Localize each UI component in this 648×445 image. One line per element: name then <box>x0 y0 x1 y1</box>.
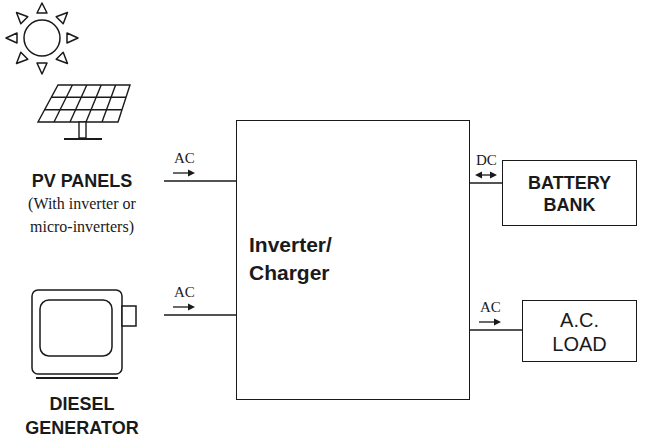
sun-icon <box>6 3 78 74</box>
box-title: Inverter/ Charger <box>249 231 359 287</box>
panel-frame <box>38 85 130 122</box>
sun-ray <box>37 3 47 13</box>
sun-ray <box>17 13 28 24</box>
battery-box: BATTERY BANK <box>502 160 637 226</box>
sun-ray <box>17 52 28 63</box>
generator-outlet <box>122 306 136 326</box>
arrow-head <box>188 170 195 177</box>
panel-grid <box>86 85 101 122</box>
wire-line <box>470 182 502 184</box>
pv-panel-icon <box>38 85 130 139</box>
inverter-box: Inverter/ Charger <box>236 120 470 400</box>
box-title: BATTERY BANK <box>523 172 616 216</box>
sun-ray <box>56 13 67 24</box>
arrow-head <box>494 319 501 326</box>
panel-grid <box>51 97 126 98</box>
panel-grid <box>70 85 87 122</box>
panel-post <box>79 122 86 138</box>
generator-icon <box>32 290 136 378</box>
wire-connector <box>470 172 502 184</box>
arrow-head <box>188 304 195 311</box>
panel-grid <box>102 85 116 122</box>
wire-connector <box>470 319 522 331</box>
edge-label: DC <box>475 152 498 169</box>
edge-label: AC <box>173 284 196 301</box>
generator-panel <box>40 300 112 356</box>
wire-connector <box>164 304 236 316</box>
generator-base <box>36 377 118 379</box>
arrow-head <box>475 172 482 179</box>
flow-arrow <box>173 172 189 173</box>
flow-arrow <box>173 306 189 307</box>
sun-disc <box>24 20 60 56</box>
panel-grid <box>45 109 122 110</box>
pv-panels-node: PV PANELS(With inverter or micro-inverte… <box>0 80 164 240</box>
edge-label: AC <box>479 299 502 316</box>
panel-grid <box>54 85 72 122</box>
sun-ray <box>56 52 67 63</box>
generator-housing <box>32 290 122 374</box>
wire-connector <box>164 170 236 182</box>
load-box: A.C. LOAD <box>522 300 637 362</box>
wire-line <box>164 180 236 182</box>
box-title: A.C. LOAD <box>537 308 622 356</box>
wire-line <box>470 329 522 331</box>
edge-label: AC <box>173 150 196 167</box>
flow-arrow <box>479 321 495 322</box>
flow-arrow <box>481 174 491 175</box>
panel-foot <box>64 138 102 140</box>
sun-ray <box>37 63 47 74</box>
generator-node: DIESEL GENERATOR <box>0 280 164 445</box>
node-title: PV PANELS <box>12 170 152 192</box>
sun-ray <box>67 33 78 43</box>
node-title: DIESEL GENERATOR <box>12 392 152 440</box>
wire-line <box>164 314 236 316</box>
sun-ray <box>6 33 17 43</box>
node-note: (With inverter or micro-inverters) <box>12 192 152 238</box>
arrow-head <box>490 172 497 179</box>
